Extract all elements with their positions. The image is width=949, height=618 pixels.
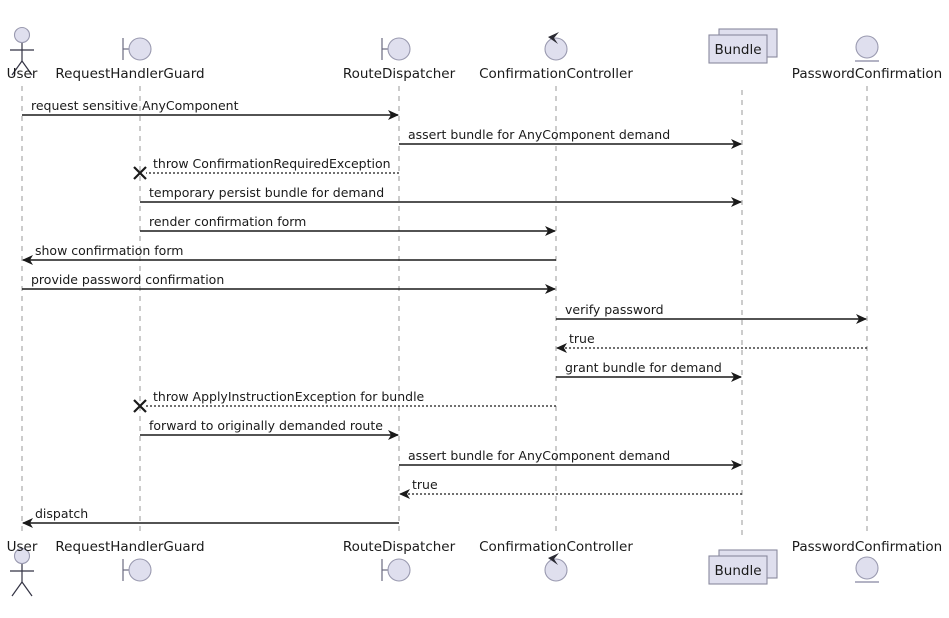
message-15[interactable]: dispatch xyxy=(22,506,399,528)
control-circle-icon xyxy=(544,558,568,582)
participant-label-guard-header: RequestHandlerGuard xyxy=(55,66,204,82)
message-13[interactable]: assert bundle for AnyComponent demand xyxy=(399,448,742,470)
collections-front-box-icon xyxy=(708,34,768,64)
message-arrowhead-5 xyxy=(545,226,556,236)
message-label-8: verify password xyxy=(565,302,664,317)
collections-box-label: Bundle xyxy=(715,42,762,58)
participant-labels-header: User RequestHandlerGuard RouteDispatcher Co… xyxy=(7,66,943,82)
participant-labels-footer: User RequestHandlerGuard RouteDispatcher Co… xyxy=(7,539,943,555)
actor-leg-right-icon xyxy=(21,60,33,76)
message-cross-icon2-11 xyxy=(133,399,147,413)
participant-label-confirm-header: ConfirmationController xyxy=(479,66,633,82)
actor-head-icon xyxy=(13,547,31,565)
message-12[interactable]: forward to originally demanded route xyxy=(140,418,399,440)
boundary-icon-route-footer xyxy=(381,558,411,582)
message-arrowhead-4 xyxy=(731,197,742,207)
participant-label-password-footer: PasswordConfirmation xyxy=(792,539,942,555)
message-label-15: dispatch xyxy=(35,506,88,521)
entity-icon-password-header xyxy=(855,35,879,62)
message-label-10: grant bundle for demand xyxy=(565,360,722,375)
collections-icon-bundle-header: Bundle xyxy=(708,28,778,64)
message-label-2: assert bundle for AnyComponent demand xyxy=(408,127,670,142)
message-6[interactable]: show confirmation form xyxy=(22,243,556,265)
lifelines-group xyxy=(21,86,868,536)
message-label-7: provide password confirmation xyxy=(31,272,224,287)
control-icon-confirm-header xyxy=(544,32,568,61)
boundary-icon-guard-footer xyxy=(122,558,152,582)
message-arrowhead-12 xyxy=(388,430,399,440)
actor-leg-left-icon xyxy=(11,581,23,597)
message-label-1: request sensitive AnyComponent xyxy=(31,98,239,113)
message-cross-icon2-3 xyxy=(133,166,147,180)
actor-icon-user-footer xyxy=(10,547,34,597)
actor-icon-user-header xyxy=(10,26,34,76)
message-4[interactable]: temporary persist bundle for demand xyxy=(140,185,742,207)
message-1[interactable]: request sensitive AnyComponent xyxy=(22,98,399,120)
message-5[interactable]: render confirmation form xyxy=(140,214,556,236)
message-3[interactable]: throw ConfirmationRequiredException xyxy=(133,156,399,180)
message-label-12: forward to originally demanded route xyxy=(149,418,383,433)
message-arrowhead-13 xyxy=(731,460,742,470)
message-11[interactable]: throw ApplyInstructionException for bund… xyxy=(133,389,556,413)
participant-label-route-footer: RouteDispatcher xyxy=(343,539,456,555)
actor-leg-right-icon xyxy=(21,581,33,597)
boundary-icon-guard-header xyxy=(122,37,152,61)
message-label-3: throw ConfirmationRequiredException xyxy=(153,156,391,171)
message-arrowhead-9 xyxy=(556,343,567,353)
message-arrowhead-14 xyxy=(399,489,410,499)
participant-icons-footer: Bundle xyxy=(10,547,879,597)
participant-label-user-footer: User xyxy=(7,539,38,555)
boundary-circle-icon xyxy=(387,558,411,582)
boundary-circle-icon xyxy=(128,37,152,61)
collections-box-label: Bundle xyxy=(715,563,762,579)
message-label-14: true xyxy=(412,477,438,492)
boundary-circle-icon xyxy=(387,37,411,61)
message-arrowhead-1 xyxy=(388,110,399,120)
message-label-5: render confirmation form xyxy=(149,214,306,229)
entity-icon-password-footer xyxy=(855,556,879,583)
message-label-6: show confirmation form xyxy=(35,243,183,258)
message-arrowhead-8 xyxy=(856,314,867,324)
control-circle-icon xyxy=(544,37,568,61)
control-arrow-icon xyxy=(548,32,559,44)
message-arrowhead-10 xyxy=(731,372,742,382)
message-arrowhead-2 xyxy=(731,139,742,149)
control-arrow-icon xyxy=(548,553,559,565)
message-label-4: temporary persist bundle for demand xyxy=(149,185,384,200)
participant-label-guard-footer: RequestHandlerGuard xyxy=(55,539,204,555)
entity-circle-icon xyxy=(855,35,879,59)
participant-label-password-header: PasswordConfirmation xyxy=(792,66,942,82)
messages-group: request sensitive AnyComponent assert bun… xyxy=(22,98,867,528)
message-8[interactable]: verify password xyxy=(556,302,867,324)
boundary-icon-route-header xyxy=(381,37,411,61)
collections-front-box-icon xyxy=(708,555,768,585)
message-2[interactable]: assert bundle for AnyComponent demand xyxy=(399,127,742,149)
message-9[interactable]: true xyxy=(556,331,867,353)
message-arrowhead-15 xyxy=(22,518,33,528)
control-icon-confirm-footer xyxy=(544,553,568,582)
participant-icons-header: Bundle xyxy=(10,26,879,76)
message-14[interactable]: true xyxy=(399,477,742,499)
participant-label-route-header: RouteDispatcher xyxy=(343,66,456,82)
actor-leg-left-icon xyxy=(11,60,23,76)
collections-icon-bundle-footer: Bundle xyxy=(708,549,778,585)
message-label-11: throw ApplyInstructionException for bund… xyxy=(153,389,425,404)
message-10[interactable]: grant bundle for demand xyxy=(556,360,742,382)
boundary-circle-icon xyxy=(128,558,152,582)
message-label-13: assert bundle for AnyComponent demand xyxy=(408,448,670,463)
message-arrowhead-6 xyxy=(22,255,33,265)
message-7[interactable]: provide password confirmation xyxy=(22,272,556,294)
message-arrowhead-7 xyxy=(545,284,556,294)
participant-label-confirm-footer: ConfirmationController xyxy=(479,539,633,555)
participant-label-user-header: User xyxy=(7,66,38,82)
entity-circle-icon xyxy=(855,556,879,580)
actor-head-icon xyxy=(13,26,31,44)
message-label-9: true xyxy=(569,331,595,346)
